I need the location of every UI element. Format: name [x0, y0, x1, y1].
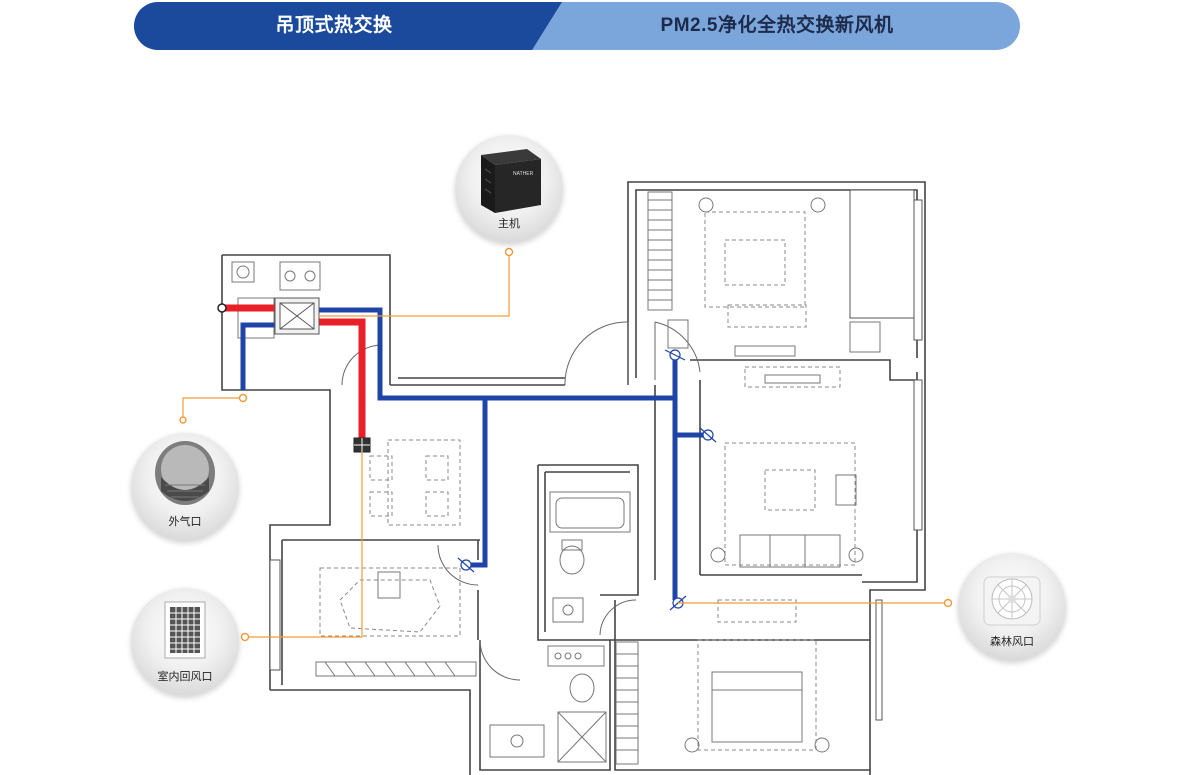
- diffusers: [457, 349, 717, 611]
- header-banner: 吊顶式热交换 PM2.5净化全热交换新风机: [134, 2, 1020, 50]
- main-unit-icon: NATHER: [481, 149, 541, 213]
- main-unit-callout[interactable]: NATHER 主机: [455, 135, 563, 243]
- exhaust-duct: [222, 304, 366, 440]
- outdoor-vent-icon: [155, 441, 215, 505]
- main-unit-label: 主机: [498, 218, 520, 230]
- forest-vent-icon: [983, 576, 1041, 626]
- return-grille-symbol: [353, 437, 371, 453]
- door-arcs: [341, 321, 701, 681]
- main-unit-symbol: [274, 297, 320, 335]
- outdoor-port: [217, 303, 227, 313]
- forest-vent-callout[interactable]: 森林风口: [958, 553, 1066, 661]
- walls: [221, 181, 926, 775]
- outdoor-vent-label: 外气口: [168, 516, 202, 528]
- windows: [269, 189, 923, 721]
- outdoor-vent-callout[interactable]: 外气口: [131, 433, 239, 541]
- tab-pm25-fresh-air[interactable]: PM2.5净化全热交换新风机: [660, 15, 894, 36]
- return-vent-callout[interactable]: 室内回风口: [131, 588, 239, 696]
- banner-background: [134, 2, 1020, 50]
- leader-lines: [182, 252, 948, 638]
- return-vent-icon: [164, 601, 206, 659]
- tab-ceiling-heat-exchange[interactable]: 吊顶式热交换: [275, 15, 393, 36]
- return-vent-label: 室内回风口: [157, 671, 213, 683]
- fixtures: [231, 191, 881, 765]
- brand-text: NATHER: [513, 171, 534, 177]
- furniture: [319, 211, 856, 751]
- supply-duct: [240, 307, 705, 600]
- forest-vent-label: 森林风口: [990, 636, 1034, 648]
- leader-endpoints: [179, 247, 953, 642]
